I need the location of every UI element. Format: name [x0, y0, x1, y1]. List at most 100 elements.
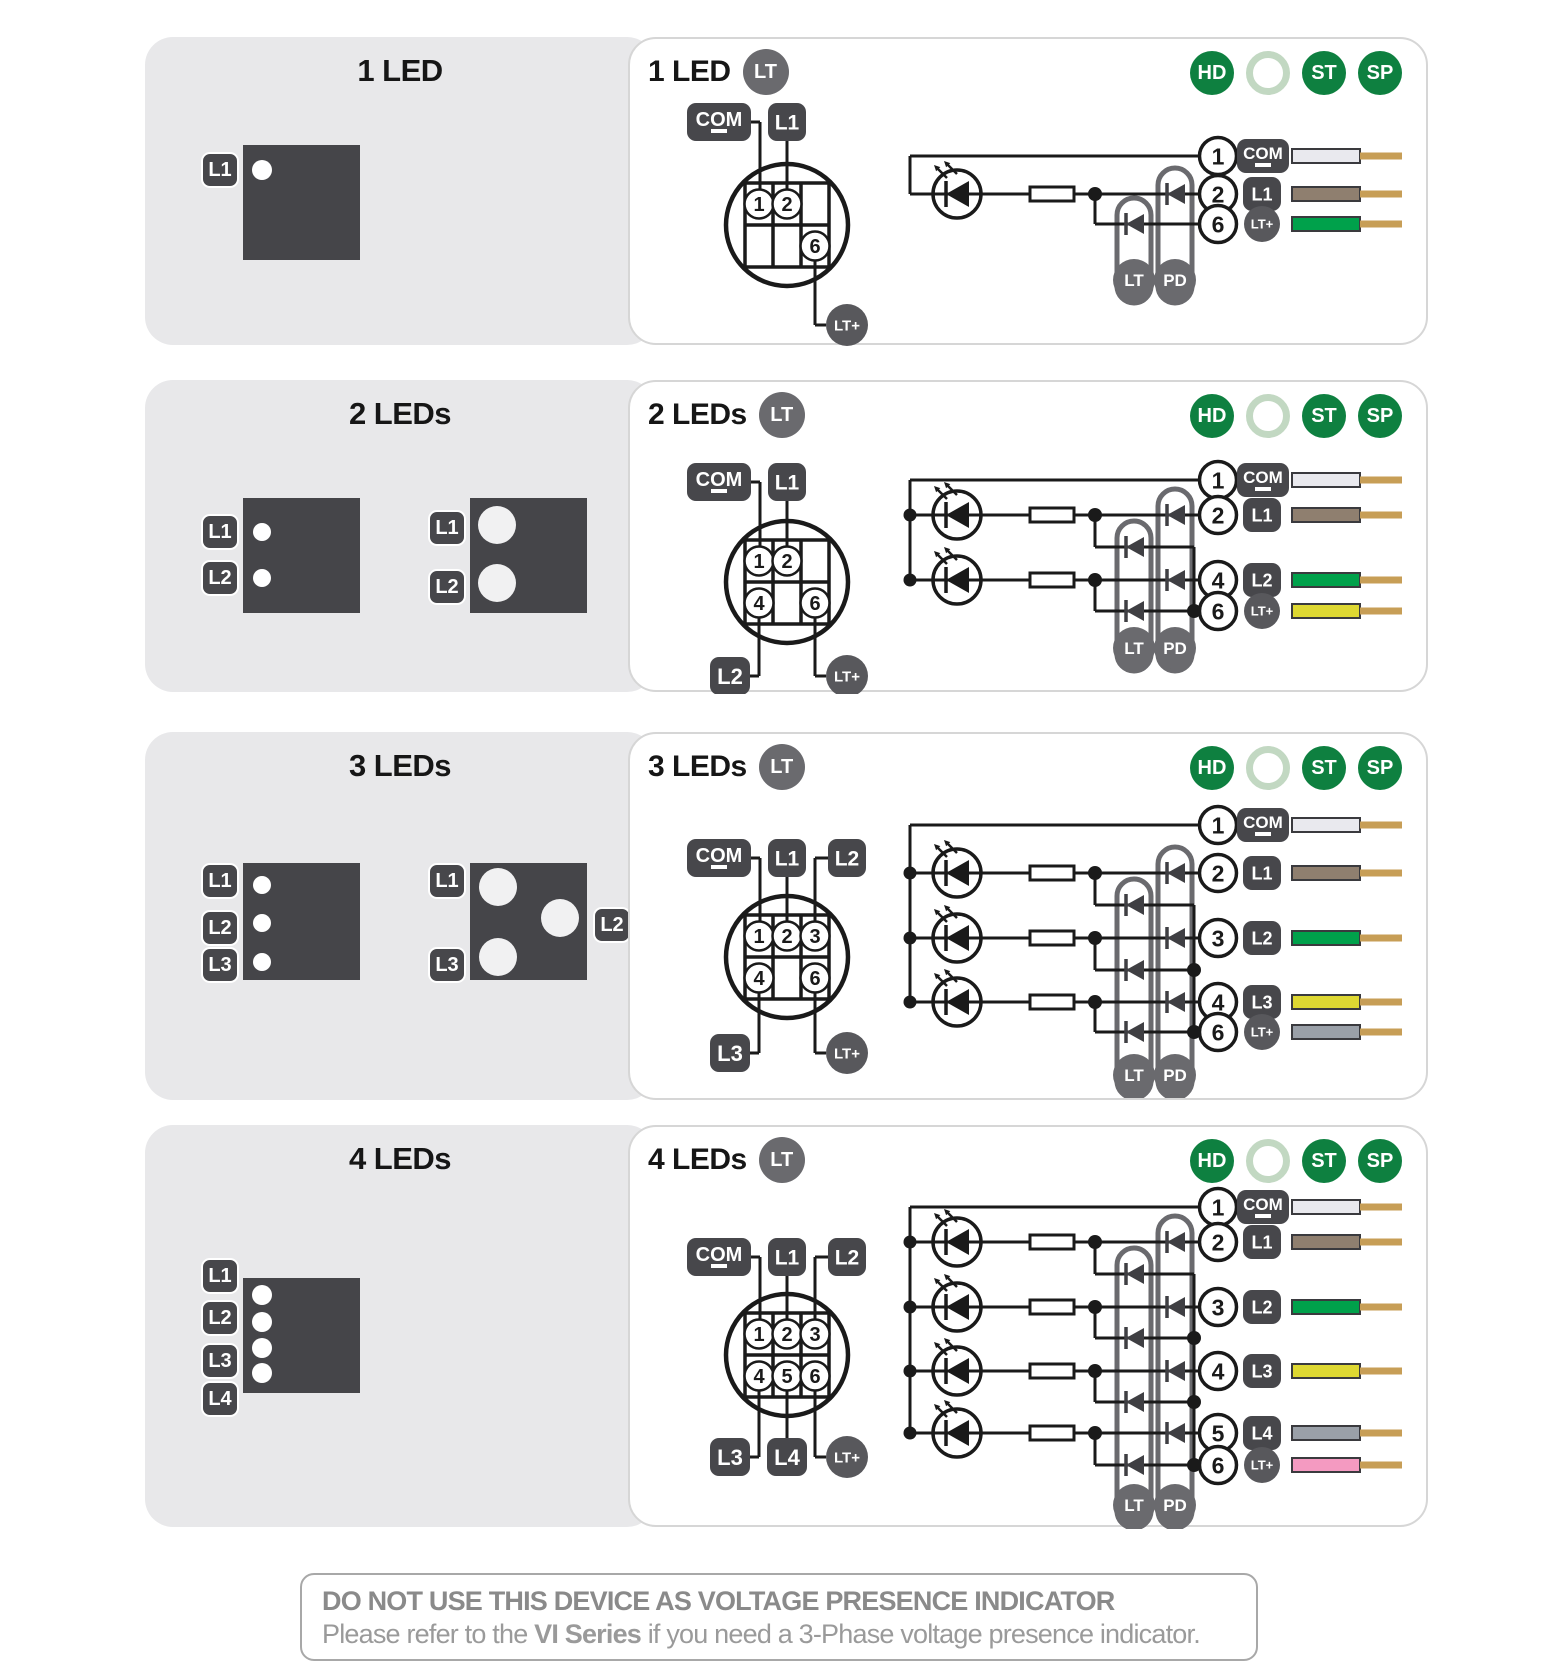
led-label-badge: L4 [201, 1381, 239, 1417]
led-label-badge: L1 [201, 1258, 239, 1294]
pin-number: 6 [799, 587, 831, 619]
led-symbol [931, 1209, 983, 1268]
line-pin-badge: L2 [828, 839, 866, 877]
wire-bare-end [1360, 1238, 1402, 1246]
led-label-badge: L1 [428, 863, 466, 899]
pin-digit: 1 [753, 194, 764, 216]
pin-number: 4 [743, 587, 775, 619]
arrow-head [934, 909, 941, 916]
led-symbol [931, 1400, 983, 1459]
badge-bg [768, 839, 806, 877]
pin-circle [743, 587, 775, 619]
badge-bg [1244, 1447, 1280, 1483]
diode-icon [1165, 1422, 1185, 1444]
pin-number: 2 [771, 920, 803, 952]
pin-circle [743, 962, 775, 994]
lt-plus-terminal-badge: LT+ [1244, 1447, 1280, 1483]
badge-label: COM [696, 845, 743, 867]
badge-bg [687, 839, 751, 877]
option-badge-sp: SP [1358, 51, 1402, 95]
lt-pill [1114, 1245, 1154, 1529]
option-badge-st: ST [1302, 51, 1346, 95]
badge-label: LT [1124, 1496, 1144, 1515]
badge-bg [687, 1238, 751, 1276]
led-symbol [931, 840, 983, 899]
led-label-badge: L1 [201, 863, 239, 899]
com-underline [711, 489, 727, 493]
com-underline [711, 129, 727, 133]
badge-bg [1113, 1484, 1155, 1526]
pin-number: 6 [799, 1360, 831, 1392]
diode-icon [1124, 600, 1144, 622]
badge-label: LT+ [834, 1045, 860, 1062]
badge-label: LT+ [834, 317, 860, 334]
pin-number: 1 [743, 920, 775, 952]
terminal-number: 6 [1212, 1452, 1225, 1478]
wire-bare-end [1360, 511, 1402, 519]
badge-bg [768, 463, 806, 501]
merge-dot [1187, 1458, 1201, 1472]
pd-pill-label: PD [1154, 1054, 1196, 1096]
badge-label: LT+ [1251, 1025, 1274, 1040]
wire-bare-end [1360, 152, 1402, 160]
pin-digit: 3 [809, 926, 820, 948]
pin-digit: 4 [753, 968, 765, 990]
badge-label: LT+ [1251, 217, 1274, 232]
pin-digit: 2 [781, 926, 792, 948]
com-underline [711, 865, 727, 869]
led-label-badge: L2 [201, 1300, 239, 1336]
panel-title: 2 LEDs [648, 398, 747, 431]
section-title: 1 LED [357, 53, 443, 88]
pin-number: 3 [799, 1318, 831, 1350]
wire-bare-end [1360, 1461, 1402, 1469]
device-face [470, 498, 587, 613]
option-badge-hd: HD [1190, 394, 1234, 438]
resistor [1028, 929, 1076, 947]
badge-bg [1113, 627, 1155, 669]
terminal-circle [1197, 917, 1239, 959]
line-pin-badge: L1 [768, 103, 806, 141]
badge-bg [1244, 206, 1280, 242]
badge-bg [1243, 1225, 1281, 1259]
badge-bg [1243, 177, 1281, 211]
option-badge-sp: SP [1358, 746, 1402, 790]
wire-insulated [1291, 1199, 1361, 1215]
led-triangle [946, 181, 969, 207]
com-pin-badge: COM [687, 463, 751, 501]
badge-bg [826, 655, 868, 694]
pin-circle [799, 920, 831, 952]
arrow-head [934, 551, 941, 558]
warning-title: DO NOT USE THIS DEVICE AS VOLTAGE PRESEN… [322, 1586, 1115, 1616]
com-underline [1255, 163, 1271, 167]
line-pin-badge: L2 [710, 657, 750, 694]
wire-bare-end [1360, 1303, 1402, 1311]
pin-number: 1 [743, 1318, 775, 1350]
pin-digit: 3 [809, 1324, 820, 1346]
led-hole [478, 564, 516, 602]
badge-bg [1237, 1190, 1289, 1224]
line-terminal-badge: L4 [1243, 1416, 1281, 1450]
terminal-number: 4 [1212, 567, 1225, 593]
pin-digit: 1 [753, 1324, 764, 1346]
led-triangle [946, 502, 969, 528]
terminal-circle [1197, 1221, 1239, 1263]
lt-plus-pin-badge: LT+ [826, 655, 868, 694]
led-symbol [931, 482, 983, 541]
led-label-badge: L2 [428, 569, 466, 605]
led-hole [253, 876, 271, 894]
device-face [243, 863, 360, 980]
line-pin-badge: L1 [768, 1238, 806, 1276]
badge-bg [1237, 808, 1289, 842]
pin-number: 1 [743, 545, 775, 577]
com-underline [711, 1264, 727, 1268]
led-symbol [931, 547, 983, 606]
terminal-number: 2 [1212, 1229, 1225, 1255]
